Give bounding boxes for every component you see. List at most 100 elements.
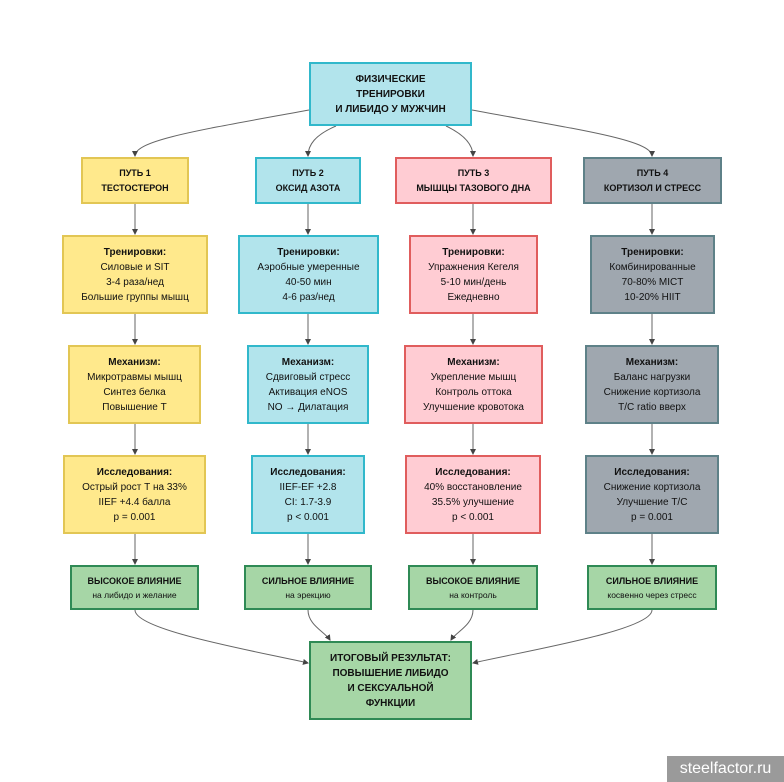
top-line: ФИЗИЧЕСКИЕ — [355, 73, 426, 85]
path-number: ПУТЬ 3 — [457, 167, 490, 178]
path-3-mechanism: Механизм: Укрепление мышц Контроль отток… — [404, 345, 543, 424]
impact-subtitle: косвенно через стресс — [607, 589, 697, 600]
research-line: CI: 1.7-3.9 — [284, 496, 332, 508]
training-line: 4-6 раз/нед — [282, 291, 335, 303]
training-line: 40-50 мин — [285, 276, 332, 288]
impact-subtitle: на эрекцию — [285, 589, 331, 600]
path-3-impact: ВЫСОКОЕ ВЛИЯНИЕ на контроль — [408, 565, 538, 610]
mechanism-line: Укрепление мышц — [430, 371, 517, 383]
training-line: 5-10 мин/день — [440, 276, 507, 288]
research-label: Исследования: — [270, 466, 346, 478]
path-3-training: Тренировки: Упражнения Кегеля 5-10 мин/д… — [409, 235, 538, 314]
watermark: steelfactor.ru — [667, 756, 784, 782]
mechanism-line: Активация eNOS — [268, 386, 348, 398]
path-number: ПУТЬ 1 — [119, 167, 151, 178]
path-3-research: Исследования: 40% восстановление 35.5% у… — [405, 455, 541, 534]
path-2-research: Исследования: IIEF-EF +2.8 CI: 1.7-3.9 p… — [251, 455, 365, 534]
path-1-mechanism: Механизм: Микротравмы мышц Синтез белка … — [68, 345, 201, 424]
impact-title: ВЫСОКОЕ ВЛИЯНИЕ — [87, 575, 182, 586]
arrow-top-p3 — [445, 125, 476, 157]
path-2-training: Тренировки: Аэробные умеренные 40-50 мин… — [238, 235, 379, 314]
training-label: Тренировки: — [103, 246, 167, 258]
mechanism-label: Механизм: — [447, 356, 500, 368]
training-line: 3-4 раза/нед — [106, 276, 164, 288]
research-line: Снижение кортизола — [603, 481, 701, 493]
mechanism-line: NO → Дилатация — [267, 401, 349, 413]
path-4-mechanism: Механизм: Баланс нагрузки Снижение корти… — [585, 345, 719, 424]
path-1-research: Исследования: Острый рост Т на 33% IIEF … — [63, 455, 206, 534]
research-line: Улучшение T/C — [616, 496, 688, 508]
impact-title: ВЫСОКОЕ ВЛИЯНИЕ — [425, 575, 521, 586]
research-line: p = 0.001 — [113, 511, 156, 523]
mechanism-line: Баланс нагрузки — [613, 371, 691, 383]
mechanism-line: Микротравмы мышц — [87, 371, 182, 383]
mechanism-line: Контроль оттока — [435, 386, 512, 398]
mechanism-line: T/C ratio вверх — [618, 401, 686, 413]
arrow-p4-result — [472, 609, 653, 665]
mechanism-label: Механизм: — [281, 356, 335, 368]
research-line: IIEF-EF +2.8 — [279, 481, 337, 493]
path-4-impact: СИЛЬНОЕ ВЛИЯНИЕ косвенно через стресс — [587, 565, 717, 610]
path-1-impact: ВЫСОКОЕ ВЛИЯНИЕ на либидо и желание — [70, 565, 199, 610]
impact-subtitle: на контроль — [449, 589, 497, 600]
research-line: 35.5% улучшение — [431, 496, 515, 508]
impact-title: СИЛЬНОЕ ВЛИЯНИЕ — [261, 575, 355, 586]
training-line: 10-20% HIIT — [624, 291, 681, 303]
top-line: И ЛИБИДО У МУЖЧИН — [335, 103, 446, 115]
mechanism-line: Снижение кортизола — [603, 386, 701, 398]
path-2-impact: СИЛЬНОЕ ВЛИЯНИЕ на эрекцию — [244, 565, 372, 610]
result-line: И СЕКСУАЛЬНОЙ — [347, 682, 434, 694]
training-line: Упражнения Кегеля — [428, 261, 519, 273]
mechanism-label: Механизм: — [625, 356, 679, 368]
arrow-top-p2 — [305, 125, 337, 157]
path-4-training: Тренировки: Комбинированные 70-80% MICT … — [590, 235, 715, 314]
path-1-header: ПУТЬ 1 ТЕСТОСТЕРОН — [81, 157, 189, 204]
research-line: p = 0.001 — [631, 511, 673, 523]
mechanism-line: Синтез белка — [103, 386, 166, 398]
research-label: Исследования: — [435, 466, 511, 478]
top-line: ТРЕНИРОВКИ — [356, 88, 425, 100]
research-label: Исследования: — [614, 466, 690, 478]
result-line: ИТОГОВЫЙ РЕЗУЛЬТАТ: — [330, 652, 451, 664]
research-line: p < 0.001 — [287, 511, 329, 523]
training-line: Большие группы мышц — [81, 291, 189, 303]
path-4-header: ПУТЬ 4 КОРТИЗОЛ И СТРЕСС — [583, 157, 722, 204]
training-line: 70-80% MICT — [621, 276, 684, 288]
result-line: ФУНКЦИИ — [365, 697, 416, 709]
path-number: ПУТЬ 2 — [292, 167, 324, 178]
result-line: ПОВЫШЕНИЕ ЛИБИДО — [332, 667, 449, 679]
research-line: p < 0.001 — [452, 511, 494, 523]
training-line: Ежедневно — [447, 291, 500, 303]
mechanism-label: Механизм: — [108, 356, 161, 368]
mechanism-line: Сдвиговый стресс — [265, 371, 351, 383]
path-name: ОКСИД АЗОТА — [275, 182, 341, 193]
arrow-p2-result — [307, 609, 331, 641]
research-line: 40% восстановление — [424, 481, 522, 493]
training-line: Аэробные умеренные — [257, 261, 360, 273]
path-1-training: Тренировки: Силовые и SIT 3-4 раза/нед Б… — [62, 235, 208, 314]
path-3-header: ПУТЬ 3 МЫШЦЫ ТАЗОВОГО ДНА — [395, 157, 552, 204]
training-line: Силовые и SIT — [100, 261, 170, 273]
result-node: ИТОГОВЫЙ РЕЗУЛЬТАТ: ПОВЫШЕНИЕ ЛИБИДО И С… — [309, 641, 472, 720]
research-line: IIEF +4.4 балла — [98, 496, 171, 508]
path-name: ТЕСТОСТЕРОН — [101, 182, 169, 193]
mechanism-line: Улучшение кровотока — [423, 401, 524, 413]
path-2-header: ПУТЬ 2 ОКСИД АЗОТА — [255, 157, 361, 204]
mechanism-line: Повышение Т — [102, 401, 167, 413]
training-line: Комбинированные — [609, 261, 696, 273]
arrow-top-p4 — [471, 109, 655, 157]
path-2-mechanism: Механизм: Сдвиговый стресс Активация eNO… — [247, 345, 369, 424]
path-name: КОРТИЗОЛ И СТРЕСС — [603, 182, 702, 193]
path-number: ПУТЬ 4 — [636, 167, 669, 178]
path-name: МЫШЦЫ ТАЗОВОГО ДНА — [416, 182, 531, 193]
training-label: Тренировки: — [621, 246, 684, 258]
path-4-research: Исследования: Снижение кортизола Улучшен… — [585, 455, 719, 534]
research-line: Острый рост Т на 33% — [82, 481, 187, 493]
impact-subtitle: на либидо и желание — [92, 589, 177, 600]
arrow-p1-result — [134, 609, 309, 665]
training-label: Тренировки: — [442, 246, 505, 258]
training-label: Тренировки: — [277, 246, 340, 258]
top-node: ФИЗИЧЕСКИЕ ТРЕНИРОВКИ И ЛИБИДО У МУЖЧИН — [309, 62, 472, 126]
